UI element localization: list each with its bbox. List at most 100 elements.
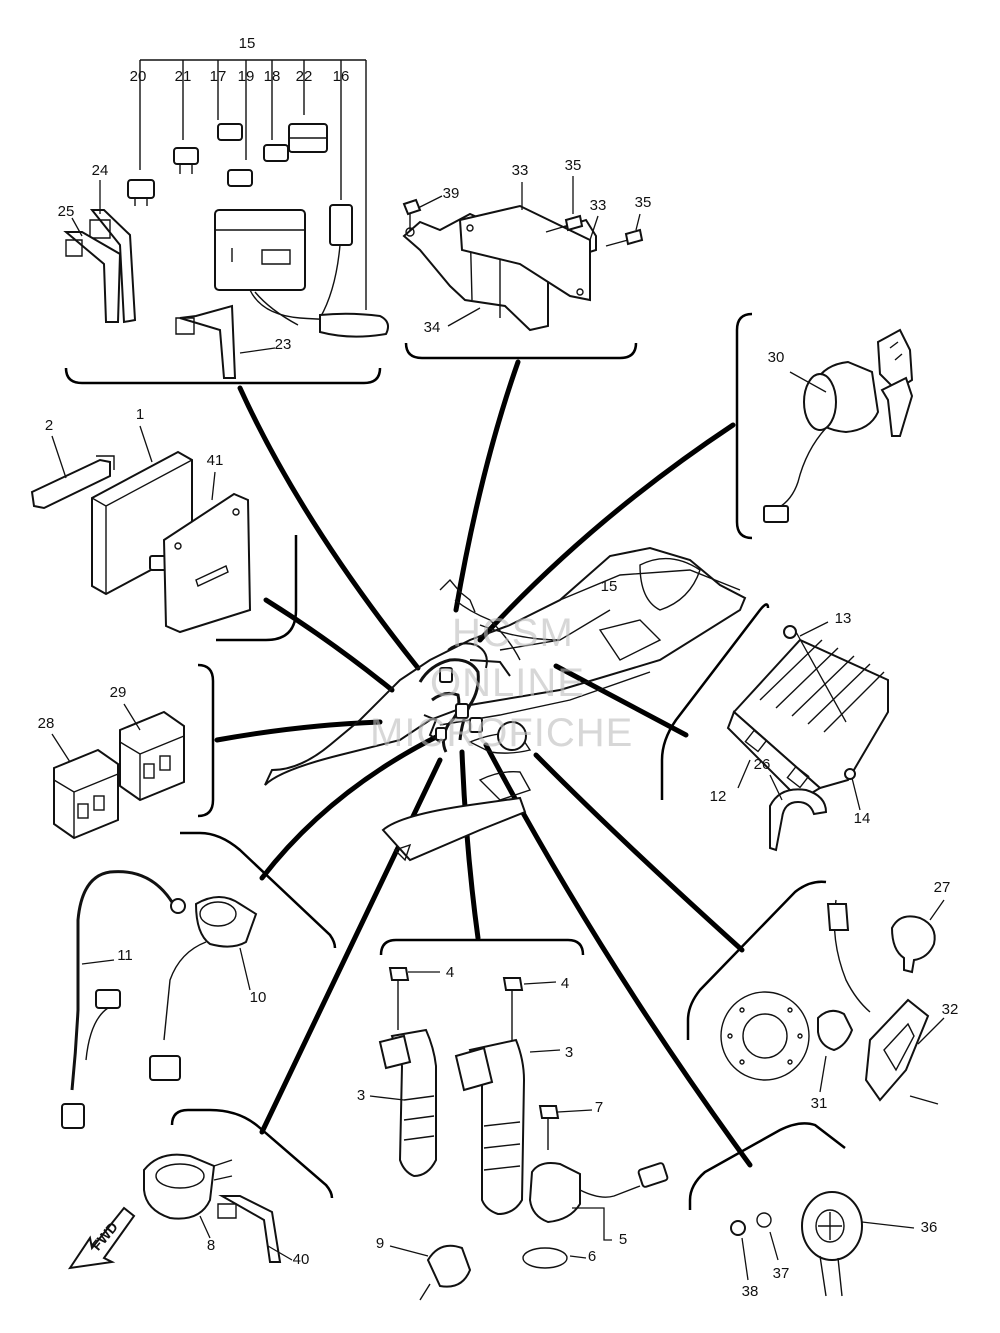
relay-assembly — [51, 703, 185, 840]
callout-9: 9 — [376, 1235, 384, 1252]
bracket-plate-right — [458, 204, 591, 302]
callout-18: 18 — [264, 68, 281, 85]
sensor-lead-assembly — [61, 870, 258, 1129]
callout-27: 27 — [934, 879, 951, 896]
washer-37 — [756, 1212, 772, 1228]
spoke-horn — [483, 742, 753, 1168]
callout-36: 36 — [921, 1219, 938, 1236]
callout-29: 29 — [110, 684, 127, 701]
watermark-line1: HCSM — [452, 611, 574, 655]
clamp-26 — [769, 788, 828, 852]
switch-connector — [763, 505, 789, 523]
spoke-ignition-coil — [459, 749, 481, 941]
callout-17: 17 — [210, 68, 227, 85]
callout-11: 11 — [117, 947, 133, 964]
sensor-9 — [426, 1244, 472, 1288]
bolt-4a — [388, 967, 410, 981]
callout-35b: 35 — [635, 194, 652, 211]
relay-29 — [119, 710, 185, 802]
bracket-relay-group — [197, 663, 215, 818]
callout-23: 23 — [275, 336, 292, 353]
callout-1: 1 — [136, 406, 144, 423]
fuse-21 — [173, 147, 199, 165]
callout-10: 10 — [250, 989, 267, 1006]
callout-35a: 35 — [565, 157, 582, 174]
pad-41 — [162, 492, 252, 634]
band-40 — [218, 1195, 282, 1263]
washer-14 — [844, 768, 856, 780]
callout-24: 24 — [92, 162, 109, 179]
crank-sensor-assembly — [389, 1105, 669, 1301]
callout-3b: 3 — [357, 1087, 365, 1104]
callout-34: 34 — [424, 319, 441, 336]
callout-41: 41 — [207, 452, 224, 469]
spoke-wire-sensor — [259, 732, 443, 881]
wire-tie-24 — [89, 209, 137, 324]
fwd-arrow: FWD — [67, 1206, 136, 1270]
ignition-coil-assembly — [369, 967, 561, 1216]
bolt-35b — [624, 228, 644, 246]
group-brackets — [64, 312, 846, 1210]
callout-7: 7 — [595, 1099, 603, 1116]
fuse-19 — [227, 169, 253, 187]
vehicle-frame — [264, 546, 747, 862]
pickup-coil-assembly — [720, 899, 945, 1105]
callout-6: 6 — [588, 1248, 596, 1265]
callout-15-mid: 15 — [601, 578, 618, 595]
fuse-box-assembly — [63, 59, 389, 379]
watermark-line3: MICROFICHE — [370, 711, 633, 755]
bracket-2 — [30, 458, 111, 510]
callout-4a: 4 — [446, 964, 454, 981]
callout-32: 32 — [942, 1001, 959, 1018]
bolt-35a — [564, 214, 584, 232]
spoke-relay-plate — [453, 359, 521, 613]
relay-28 — [53, 748, 119, 840]
watermark: HCSM ONLINE MICROFICHE — [370, 611, 633, 755]
lead-wire-11 — [70, 870, 174, 1091]
bolt-4b — [502, 977, 524, 991]
cover-32 — [864, 998, 930, 1102]
callout-40: 40 — [293, 1251, 310, 1268]
spoke-rectifier — [553, 663, 689, 738]
callout-39: 39 — [443, 185, 460, 202]
grommet-27 — [890, 915, 936, 974]
callout-31: 31 — [811, 1095, 828, 1112]
bracket-pickup-group — [686, 880, 827, 1040]
fwd-arrow-icon — [67, 1206, 136, 1270]
callout-25: 25 — [58, 203, 75, 220]
sender-assembly — [143, 1153, 293, 1263]
callout-15-top: 15 — [239, 35, 256, 52]
o-ring-6 — [522, 1247, 568, 1269]
callout-26: 26 — [754, 756, 771, 773]
horn-assembly — [730, 1191, 915, 1297]
callout-4b: 4 — [561, 975, 569, 992]
callout-5: 5 — [619, 1231, 627, 1248]
main-switch-assembly — [763, 328, 914, 523]
spoke-ecu — [263, 597, 395, 693]
bolt-39 — [402, 198, 422, 216]
callout-33b: 33 — [590, 197, 607, 214]
callout-14: 14 — [854, 810, 871, 827]
relay-plate-assembly — [402, 176, 644, 332]
rectifier-assembly — [726, 621, 889, 852]
bracket-main-switch-group — [735, 312, 753, 540]
wire-harness-center — [418, 642, 511, 753]
callout-20: 20 — [130, 68, 147, 85]
callout-19: 19 — [238, 68, 255, 85]
wire-tie-25 — [63, 231, 122, 323]
callout-37: 37 — [773, 1265, 790, 1282]
bracket-fuse-box-group — [64, 367, 382, 385]
sender-8 — [143, 1153, 216, 1220]
callout-38: 38 — [742, 1283, 759, 1300]
fuse-18 — [263, 144, 289, 162]
bracket-wire-sensor-group — [180, 831, 337, 949]
bracket-ecu-group — [216, 535, 298, 642]
harness-spokes — [214, 359, 753, 1168]
crank-sensor-5 — [528, 1162, 581, 1224]
spoke-relays — [214, 719, 383, 743]
bolt-7 — [538, 1105, 560, 1119]
bracket-sensor-group — [170, 1108, 334, 1199]
fuse-17 — [217, 123, 243, 141]
callout-8: 8 — [207, 1237, 215, 1254]
